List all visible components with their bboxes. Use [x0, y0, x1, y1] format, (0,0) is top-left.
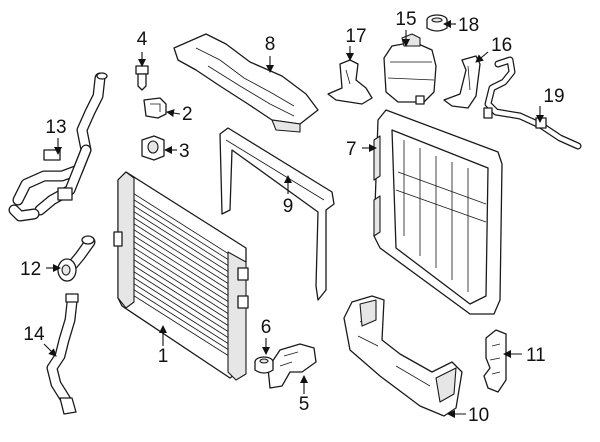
lower-coolant-hose [46, 293, 79, 415]
coolant-hose-assembly [8, 72, 108, 222]
leader-lines [43, 20, 544, 418]
leader-16 [475, 51, 489, 63]
vent-hose-line [483, 56, 582, 150]
callout-1: 1 [158, 346, 169, 367]
hose-bracket [443, 55, 481, 109]
callout-5: 5 [299, 394, 310, 415]
fan-shroud-frame [373, 109, 503, 315]
side-bracket [483, 329, 507, 393]
reservoir-cap [426, 14, 448, 32]
callout-3: 3 [179, 141, 190, 162]
callout-18: 18 [458, 15, 479, 36]
callout-4: 4 [137, 29, 148, 50]
mount-grommet [141, 135, 165, 161]
rubber-grommet [254, 356, 274, 374]
callout-12: 12 [20, 259, 41, 280]
bolt-clip [135, 65, 149, 91]
callout-14: 14 [23, 324, 45, 345]
hose-coupling [57, 235, 96, 282]
callout-9: 9 [283, 196, 294, 217]
callout-19: 19 [543, 86, 564, 107]
sensor-bracket [143, 97, 167, 119]
radiator [113, 171, 249, 381]
callout-13: 13 [45, 117, 66, 138]
callout-11: 11 [526, 345, 546, 366]
leader-14 [43, 343, 57, 357]
expansion-tank [383, 33, 437, 105]
callout-10: 10 [468, 405, 489, 426]
callout-8: 8 [265, 34, 276, 55]
tank-mounting-bracket [327, 59, 373, 105]
radiator-seal-frame [219, 127, 335, 301]
callout-7: 7 [346, 139, 357, 160]
leader-2 [166, 109, 181, 118]
callout-2: 2 [182, 104, 193, 125]
callout-16: 16 [491, 35, 512, 56]
callout-6: 6 [261, 317, 272, 338]
lower-air-deflector [343, 295, 463, 417]
callout-labels: 1 2 3 4 5 6 7 8 9 10 11 12 13 14 15 16 1… [20, 9, 565, 426]
mounting-bracket [267, 343, 317, 389]
callout-15: 15 [395, 9, 416, 30]
callout-17: 17 [345, 26, 366, 47]
upper-air-guide [173, 33, 319, 133]
